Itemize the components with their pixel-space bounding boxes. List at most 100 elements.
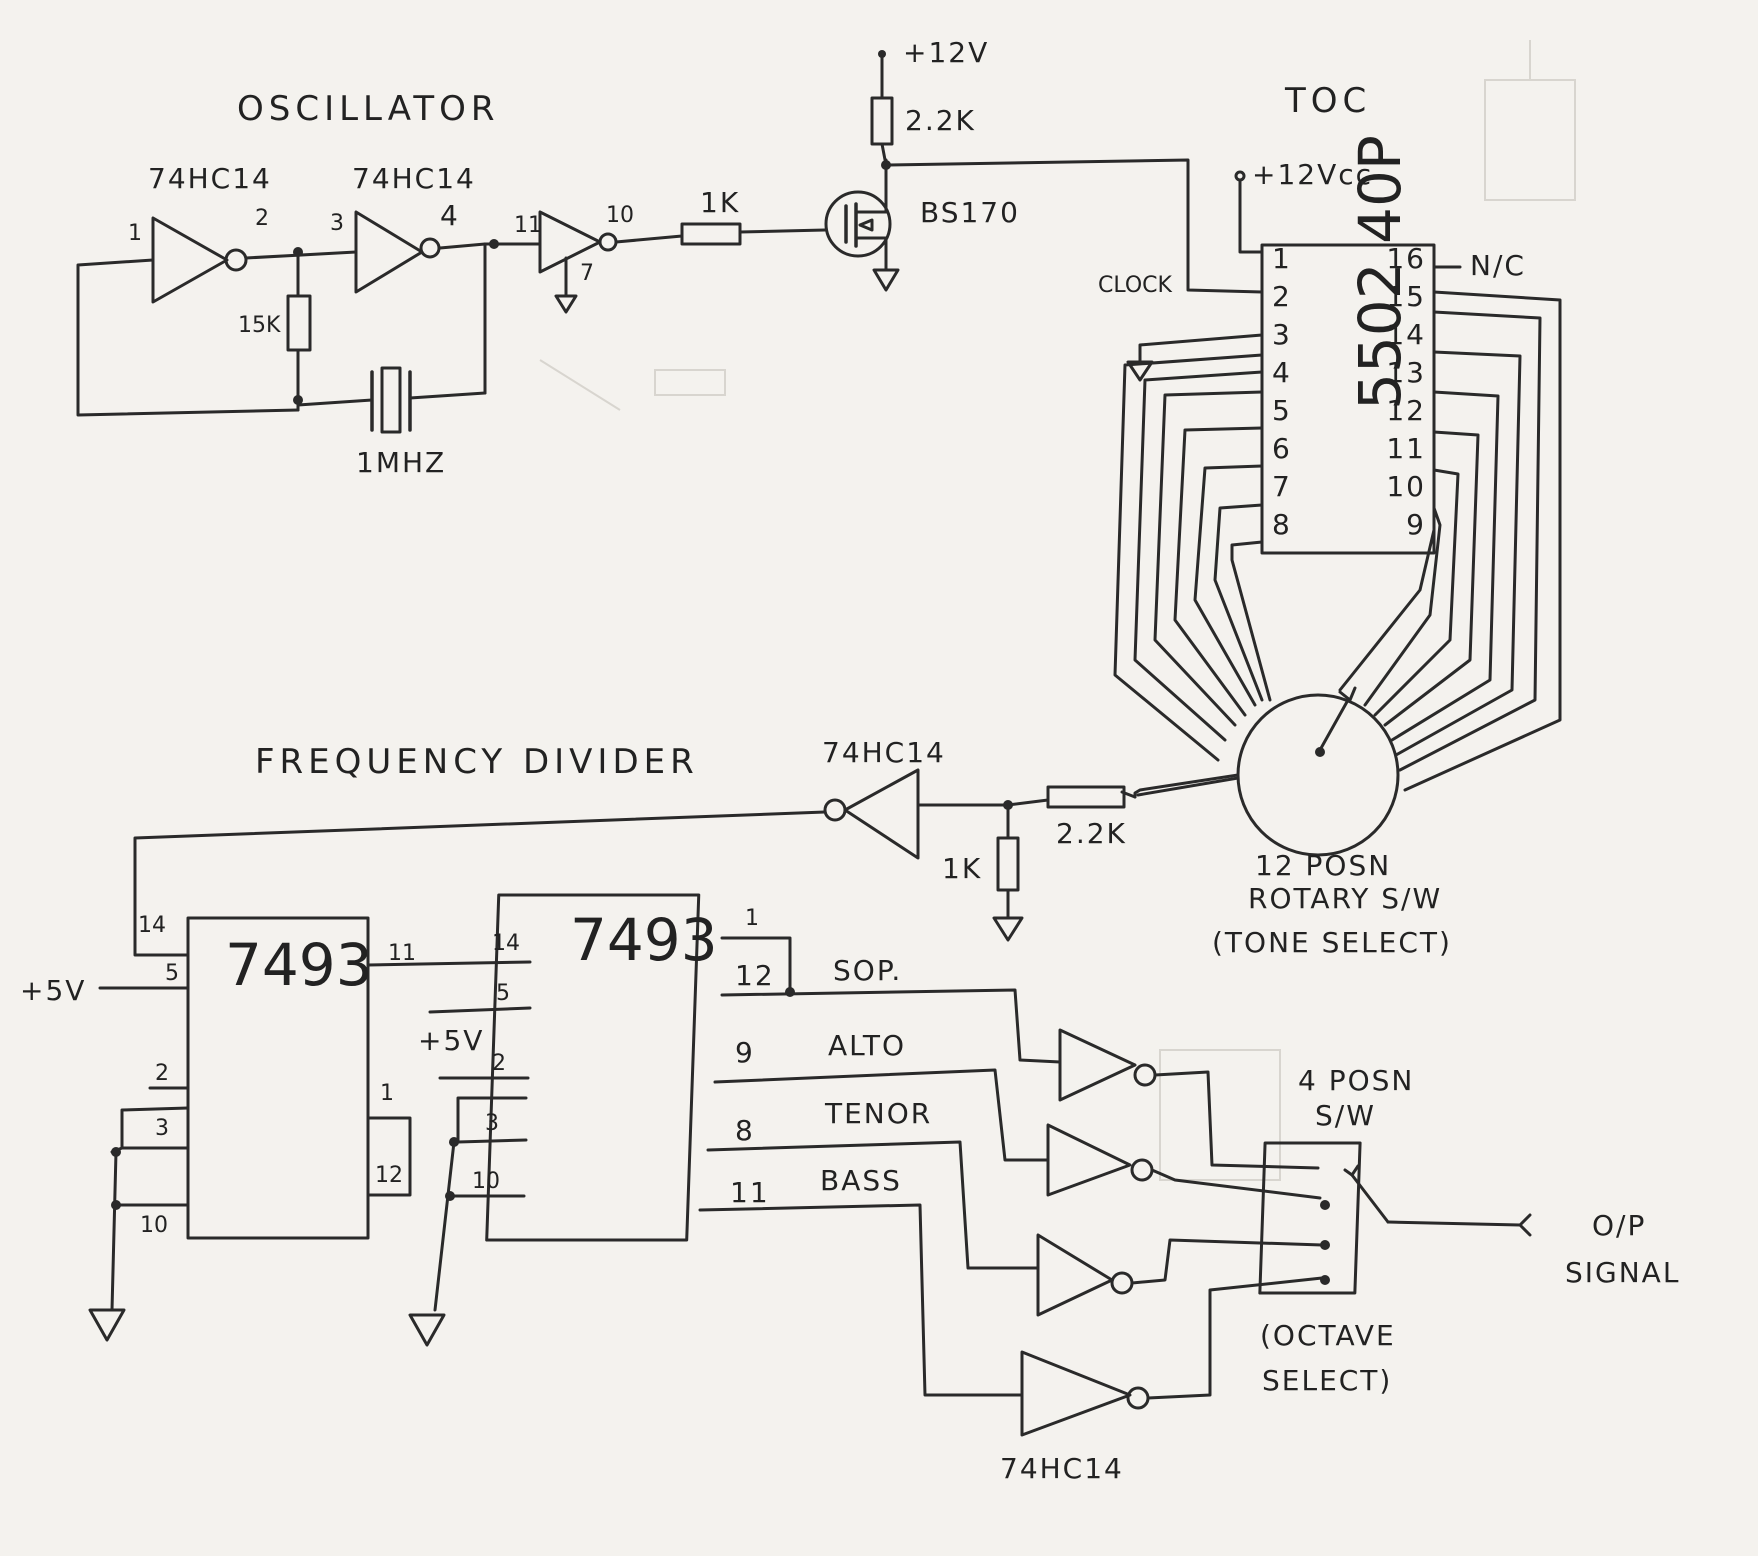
counter-1-pin5: 5	[165, 961, 179, 986]
section-title-oscillator: OSCILLATOR	[237, 89, 500, 129]
toc-pin-14: 14	[1386, 318, 1426, 351]
oscillator-circuit: 74HC14 1 2 74HC14 3 4 15K 1MHZ	[76, 36, 1264, 479]
toc-chip-label: 5502 40P	[1346, 135, 1414, 410]
toc-pin-10: 10	[1386, 470, 1426, 503]
octave-select-line1: (OCTAVE	[1260, 1319, 1396, 1352]
counter-2-pin5: 5	[496, 981, 510, 1006]
counter-1-pin1: 1	[380, 1081, 394, 1106]
inverter-2-pin-out: 4	[440, 199, 460, 232]
counter-2-pin2: 2	[492, 1051, 506, 1076]
counter-1-pin3: 3	[155, 1116, 169, 1141]
rotary-line2: ROTARY S/W	[1248, 882, 1442, 915]
inverter-1	[151, 216, 248, 304]
paper-bleed-through	[539, 40, 1576, 1181]
counter-1-pin14: 14	[138, 913, 166, 938]
octave-select-line2: SELECT)	[1262, 1364, 1392, 1397]
toc-pin-8: 8	[1272, 508, 1292, 541]
counter-1-pin11: 11	[388, 941, 416, 966]
toc-clock-label: CLOCK	[1098, 273, 1173, 298]
octave-switch-line2: S/W	[1315, 1099, 1376, 1132]
toc-nc-label: N/C	[1470, 249, 1526, 282]
counter-1-pin2: 2	[155, 1061, 169, 1086]
counter-2-label: 7493	[570, 906, 718, 974]
output-signal-line1: O/P	[1592, 1209, 1646, 1242]
output-alto: ALTO	[828, 1029, 906, 1062]
counter-7493-1: 7493 14 5 2 3 10 11 1 12 +5V	[20, 913, 416, 1342]
toc-pin-6: 6	[1272, 432, 1292, 465]
counter-2-pin9: 9	[735, 1036, 755, 1069]
counter-1-pin10: 10	[140, 1213, 168, 1238]
resistor-1k-shunt	[996, 836, 1020, 892]
inverter-3	[538, 210, 618, 274]
resistor-2-2k-label: 2.2K	[905, 104, 976, 137]
inverter-divider-input	[843, 768, 920, 860]
rotary-line1: 12 POSN	[1255, 849, 1391, 882]
toc-pin-13: 13	[1386, 356, 1426, 389]
inverter-1-pin-in: 1	[128, 221, 142, 246]
toc-pin-9: 9	[1406, 508, 1426, 541]
counter-2-supply: +5V	[418, 1024, 484, 1057]
inverter-2-part: 74HC14	[352, 162, 476, 195]
output-inverters	[1020, 1028, 1157, 1437]
toc-pin-3: 3	[1272, 318, 1292, 351]
inverter-1-pin-out: 2	[255, 206, 269, 231]
mosfet-bs170	[824, 158, 892, 272]
toc-pin-16: 16	[1386, 242, 1426, 275]
supply-12v: +12V	[903, 36, 989, 69]
counter-1-supply: +5V	[20, 974, 86, 1007]
resistor-1k-shunt-label: 1K	[942, 852, 982, 885]
counter-2-pin11: 11	[730, 1176, 770, 1209]
octave-switch[interactable]	[1258, 1141, 1532, 1295]
counter-2-pin8: 8	[735, 1114, 755, 1147]
resistor-2-2k	[870, 96, 894, 146]
resistor-2-2k-divider-label: 2.2K	[1056, 817, 1127, 850]
toc-pin-5: 5	[1272, 394, 1292, 427]
section-title-toc: TOC	[1284, 81, 1371, 121]
toc-pin-7: 7	[1272, 470, 1292, 503]
counter-2-pin10: 10	[472, 1169, 500, 1194]
output-sop: SOP.	[833, 954, 902, 987]
counter-1-pin12: 12	[375, 1163, 403, 1188]
toc-chip: 5502 40P +12Vcc CLOCK N/C	[1098, 135, 1526, 555]
toc-pin-15: 15	[1386, 280, 1426, 313]
section-title-frequency-divider: FREQUENCY DIVIDER	[255, 742, 699, 782]
crystal-label: 1MHZ	[356, 446, 446, 479]
inverter-3-pin-gnd: 7	[580, 261, 594, 286]
resistor-15k	[286, 294, 312, 352]
crystal-1mhz	[296, 366, 487, 434]
ground-icon	[872, 268, 900, 292]
octave-switch-line1: 4 POSN	[1298, 1064, 1414, 1097]
toc-pin-1: 1	[1272, 242, 1292, 275]
rotary-switch[interactable]	[1236, 686, 1400, 857]
ground-icon	[88, 1308, 126, 1342]
inverter-2-pin-in: 3	[330, 211, 344, 236]
output-signal-line2: SIGNAL	[1565, 1256, 1680, 1289]
rotary-line3: (TONE SELECT)	[1212, 926, 1452, 959]
counter-1-label: 7493	[225, 931, 373, 999]
counter-7493-2: 7493 14 5 2 3 10 +5V 1 12 9 8 11	[366, 893, 795, 1347]
toc-pin-2: 2	[1272, 280, 1292, 313]
toc-pins-left: 1 2 3 4 5 6 7 8	[1272, 242, 1292, 541]
counter-2-pin3: 3	[485, 1111, 499, 1136]
resistor-2-2k-divider	[1046, 785, 1126, 809]
divider-input: 2.2K 1K 74HC14	[133, 736, 1240, 957]
toc-pin-4: 4	[1272, 356, 1292, 389]
inverter-3-pin-in: 11	[514, 213, 542, 238]
ground-icon	[554, 294, 578, 314]
inverter-divider-part: 74HC14	[822, 736, 946, 769]
ground-icon	[992, 916, 1024, 942]
counter-2-pin12: 12	[735, 959, 775, 992]
inverter-3-pin-out: 10	[606, 203, 634, 228]
output-bass: BASS	[820, 1164, 902, 1197]
mosfet-label: BS170	[920, 196, 1020, 229]
resistor-1k-label: 1K	[700, 186, 740, 219]
counter-2-pin1: 1	[745, 906, 759, 931]
toc-pin-12: 12	[1386, 394, 1426, 427]
ground-icon	[408, 1313, 446, 1347]
resistor-15k-label: 15K	[238, 313, 281, 338]
counter-2-pin14: 14	[492, 931, 520, 956]
ground-icon	[1126, 360, 1154, 382]
